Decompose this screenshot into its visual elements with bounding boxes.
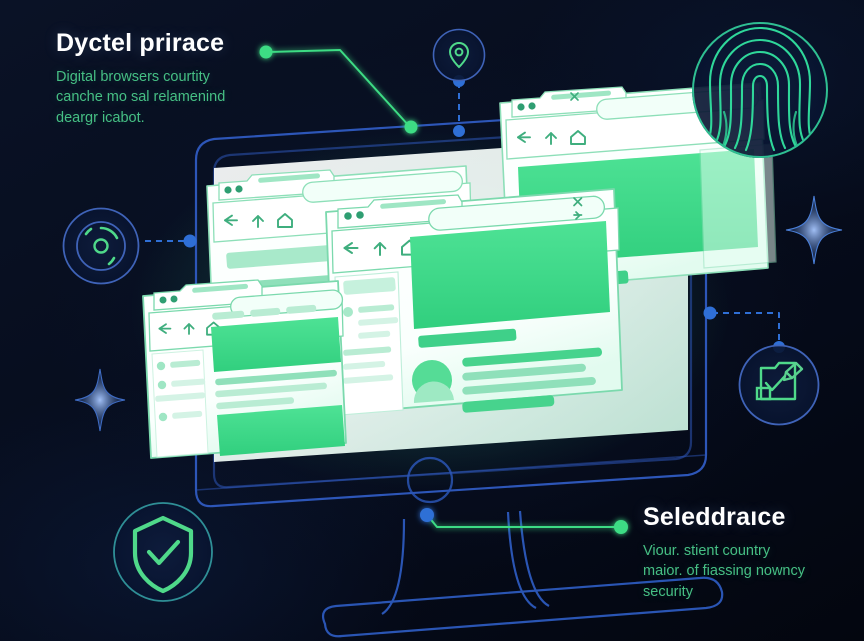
minimize-icon <box>573 211 583 220</box>
connector-radar <box>145 234 197 248</box>
callout-body: Digital browsers courtity canche mo sal … <box>56 68 226 126</box>
sparkle-icon <box>785 195 843 265</box>
connector-dot <box>453 125 465 137</box>
monitor-stand <box>321 456 724 638</box>
callout-body: Viour. stient country maior. of fiassing… <box>643 542 805 600</box>
radar-scan-icon <box>62 207 140 285</box>
monitor-base-edge <box>195 454 707 491</box>
sparkle-icon <box>74 368 126 432</box>
connector-top-left <box>259 45 418 134</box>
up-arrow-icon <box>252 215 264 228</box>
document-edit-icon <box>738 344 820 426</box>
browser-window[interactable] <box>325 188 623 416</box>
close-icon <box>570 92 579 101</box>
browser-window <box>699 143 777 269</box>
connector-dot <box>259 45 273 59</box>
connector-dot <box>183 234 197 248</box>
connector-bottom-right <box>420 508 628 534</box>
close-icon <box>573 197 583 207</box>
window-controls[interactable] <box>570 92 579 101</box>
callout-bottom-right: Seleddraıce Viour. stient country maior.… <box>643 503 858 602</box>
connector-dot <box>614 520 628 534</box>
connector-dot <box>703 306 717 320</box>
shield-check-icon <box>113 502 213 602</box>
fingerprint-icon <box>692 22 828 158</box>
callout-heading: Dyctel prirace <box>56 29 225 57</box>
connector-dot <box>404 120 418 134</box>
window-controls[interactable] <box>573 197 583 220</box>
location-pin-icon <box>432 28 486 82</box>
callout-heading: Seleddraıce <box>643 503 786 531</box>
connector-dot <box>420 508 434 522</box>
browser-window[interactable] <box>142 279 347 459</box>
connector-location <box>453 75 465 137</box>
address-bar[interactable] <box>302 170 463 203</box>
home-icon <box>277 213 293 228</box>
callout-top-left: Dyctel prirace Digital browsers courtity… <box>56 29 316 128</box>
address-bar[interactable] <box>428 195 606 231</box>
